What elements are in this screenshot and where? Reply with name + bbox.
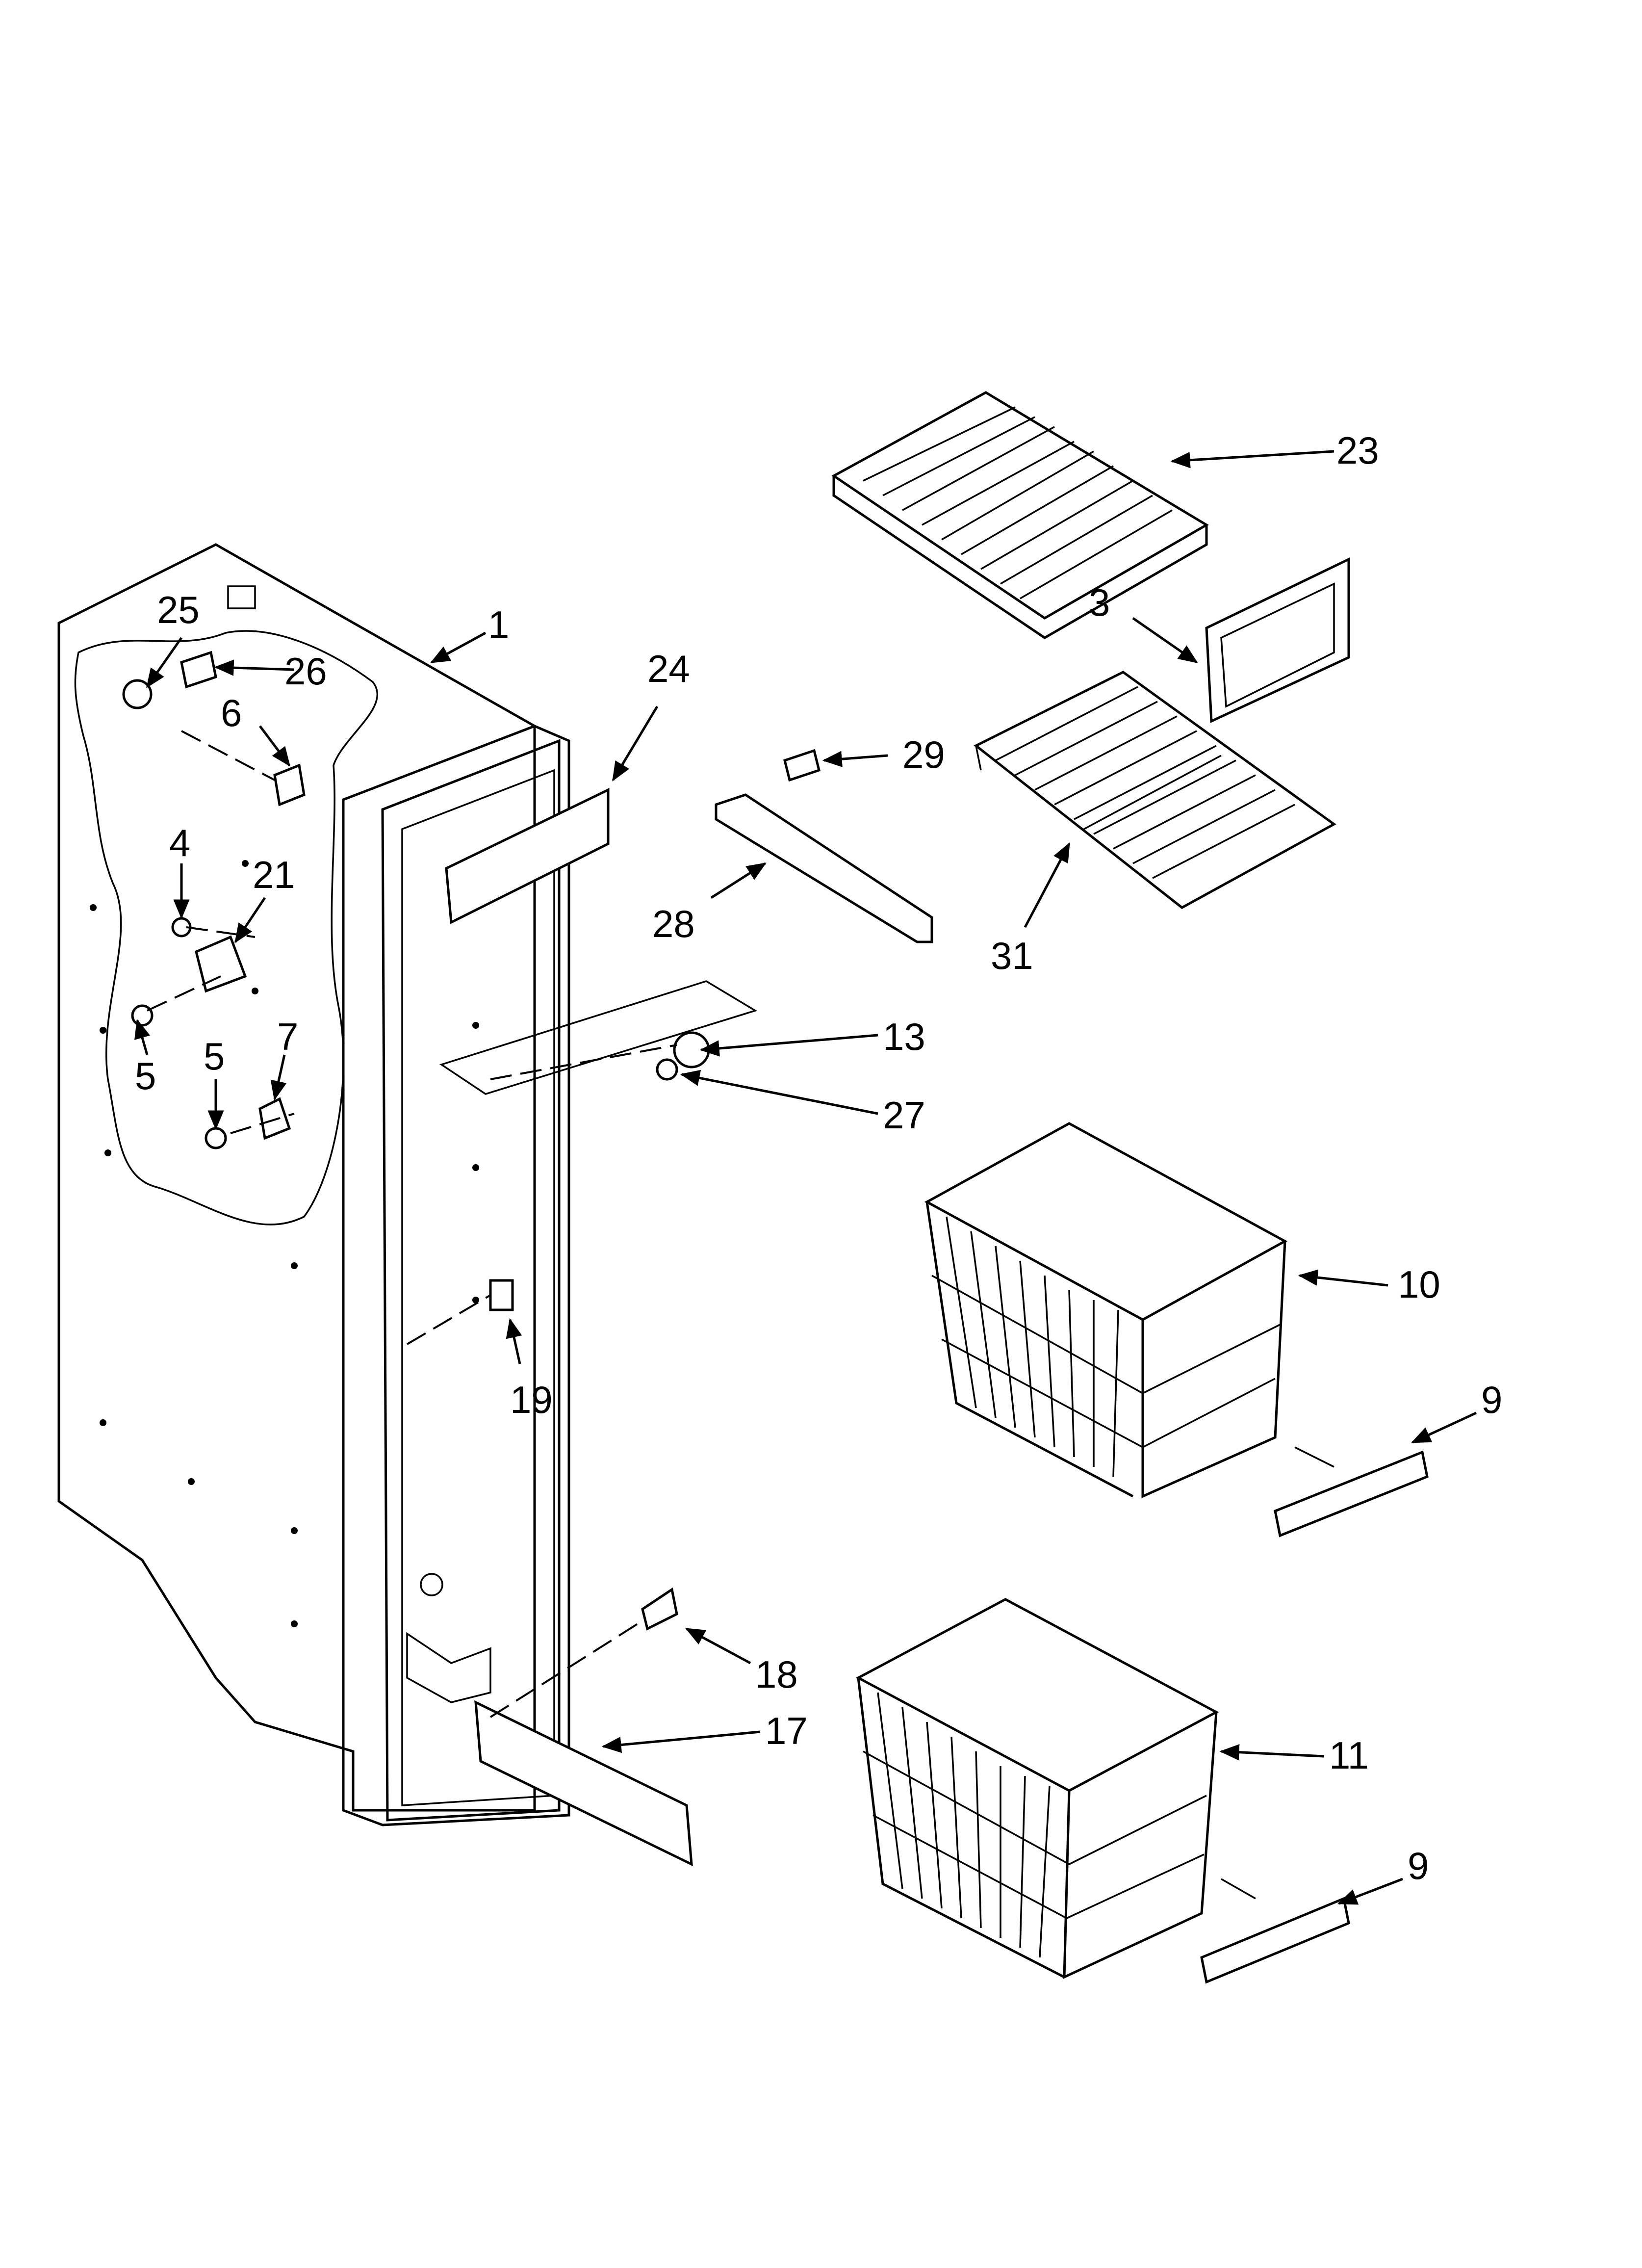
- callout-3: 3: [1089, 581, 1110, 624]
- callout-labels: 23 3 1 24 25 26 6 4 21 5 5 7 29 28 31 13…: [135, 429, 1502, 1887]
- callout-23: 23: [1336, 429, 1379, 472]
- callout-24: 24: [647, 647, 690, 690]
- basket-trim-lower: [1200, 1897, 1350, 1984]
- callout-18: 18: [755, 1653, 798, 1696]
- leader-lines: [147, 730, 677, 1718]
- lower-basket: [855, 1598, 1219, 1979]
- callout-1: 1: [488, 603, 509, 646]
- callout-13: 13: [883, 1015, 925, 1058]
- callout-5-lower: 5: [204, 1035, 225, 1078]
- freezer-liner: [57, 543, 758, 1826]
- screw: [783, 749, 821, 782]
- label-sticker: [445, 788, 610, 924]
- callout-26: 26: [284, 650, 327, 693]
- callout-25: 25: [157, 588, 200, 631]
- callout-6: 6: [221, 691, 242, 734]
- light-socket-parts: [122, 585, 306, 1149]
- glass-panel: [1205, 557, 1350, 723]
- callout-9-lower: 9: [1408, 1844, 1429, 1887]
- screw: [641, 1587, 678, 1631]
- callout-27: 27: [883, 1094, 925, 1137]
- callout-31: 31: [991, 934, 1033, 977]
- callout-28: 28: [652, 902, 695, 945]
- callout-9-upper: 9: [1481, 1378, 1502, 1421]
- callout-arrows: [134, 450, 1477, 1905]
- callout-5-upper: 5: [135, 1054, 156, 1097]
- wire-rack: [974, 671, 1336, 909]
- upper-basket: [924, 1122, 1288, 1498]
- wire-shelf: [831, 391, 1209, 639]
- callout-11: 11: [1329, 1734, 1369, 1777]
- mounting-bracket: [715, 793, 933, 943]
- callout-29: 29: [902, 733, 945, 776]
- callout-10: 10: [1398, 1263, 1440, 1306]
- callout-4: 4: [169, 821, 190, 864]
- callout-17: 17: [765, 1709, 808, 1752]
- basket-trim-upper: [1274, 1450, 1429, 1538]
- callout-19: 19: [510, 1378, 553, 1421]
- callout-7: 7: [277, 1015, 298, 1058]
- callout-21: 21: [253, 853, 295, 896]
- knob-screw: [656, 1058, 678, 1081]
- bottom-grille: [474, 1700, 693, 1867]
- door-switch: [489, 1279, 514, 1311]
